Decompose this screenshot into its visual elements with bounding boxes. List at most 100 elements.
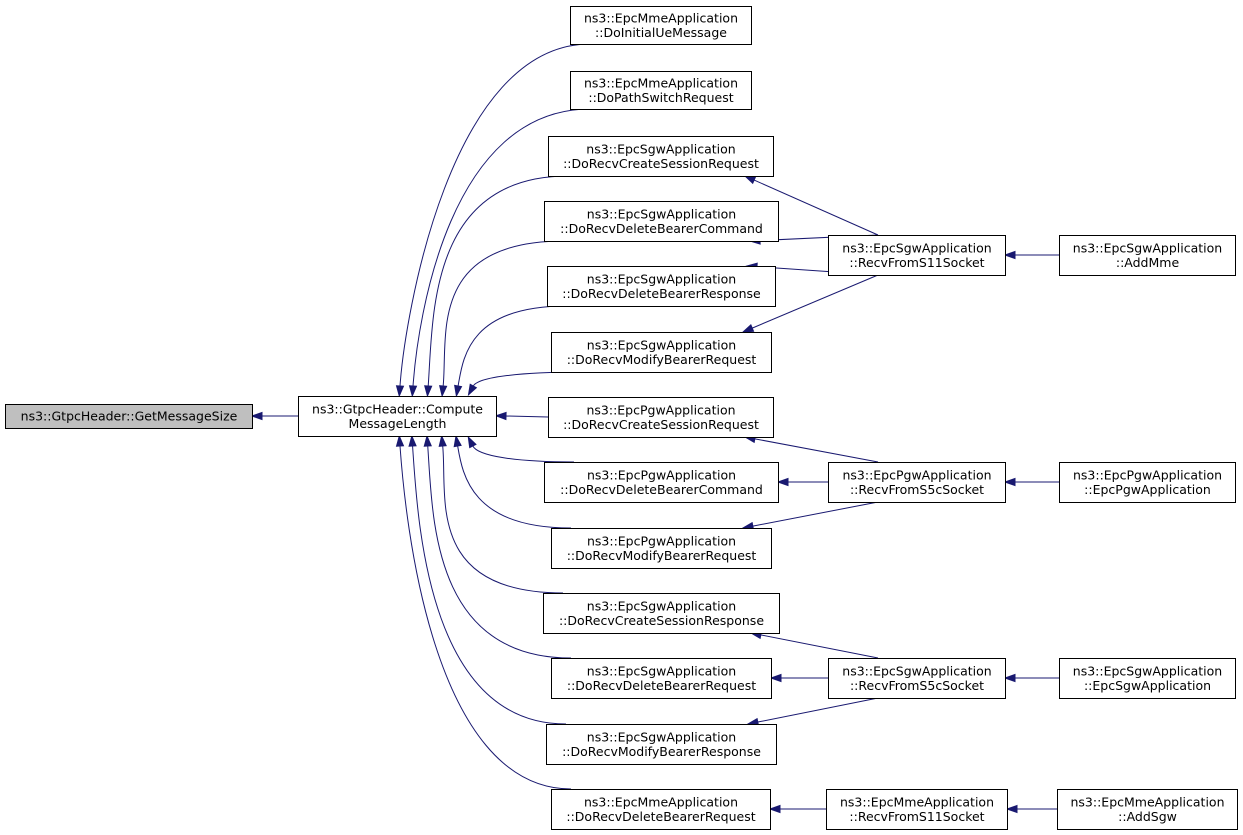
arrowhead xyxy=(395,385,405,398)
arrowhead xyxy=(438,434,447,447)
node-label-line: ns3::EpcMmeApplication xyxy=(1070,794,1224,809)
node-label-line: ::DoRecvModifyBearerResponse xyxy=(562,744,761,759)
node-label-line: ns3::EpcSgwApplication xyxy=(587,729,736,744)
node-sgw-ctor[interactable]: ns3::EpcSgwApplication::EpcSgwApplicatio… xyxy=(1059,658,1236,699)
edge-sgw-recvs11-to-sgw-createsessionreq xyxy=(753,179,879,236)
node-mme-recvs11[interactable]: ns3::EpcMmeApplication::RecvFromS11Socke… xyxy=(826,789,1008,830)
edge-mme-pathswitch-to-computemessagelength xyxy=(412,108,591,387)
node-label-line: ns3::EpcMmeApplication xyxy=(584,10,738,25)
arrowhead xyxy=(467,383,478,397)
node-getmessagesize[interactable]: ns3::GtpcHeader::GetMessageSize xyxy=(5,404,253,429)
node-box xyxy=(5,404,253,429)
node-box xyxy=(551,332,772,373)
edge-mme-initialue-to-computemessagelength xyxy=(399,43,591,387)
node-mme-initialue[interactable]: ns3::EpcMmeApplication::DoInitialUeMessa… xyxy=(570,6,752,45)
node-box xyxy=(543,593,780,634)
arrowhead xyxy=(1003,477,1016,487)
arrowhead xyxy=(424,385,433,398)
edge-sgw-modifybearerreq-to-computemessagelength xyxy=(472,371,582,387)
edge-sgw-recvs5c-to-sgw-modifybearerresp xyxy=(757,697,879,723)
edge-pgw-deletebearercmd-to-computemessagelength xyxy=(472,445,575,463)
node-sgw-createsessionreq[interactable]: ns3::EpcSgwApplication::DoRecvCreateSess… xyxy=(548,136,774,177)
node-mme-addsgw[interactable]: ns3::EpcMmeApplication::AddSgw xyxy=(1057,789,1238,830)
node-label-line: ns3::EpcPgwApplication xyxy=(1073,467,1222,482)
node-pgw-createsessionreq[interactable]: ns3::EpcPgwApplication::DoRecvCreateSess… xyxy=(548,397,774,438)
arrowhead xyxy=(454,384,463,398)
arrowhead xyxy=(1003,673,1016,683)
node-label-line: ns3::EpcSgwApplication xyxy=(1073,240,1222,255)
node-box xyxy=(546,724,777,765)
node-label-line: ::EpcPgwApplication xyxy=(1084,482,1211,497)
node-mme-deletebearerreq[interactable]: ns3::EpcMmeApplication::DoRecvDeleteBear… xyxy=(551,789,771,830)
node-box xyxy=(570,6,752,45)
arrowhead xyxy=(743,175,757,185)
node-label-line: MessageLength xyxy=(349,416,447,431)
node-sgw-deletebearercmd[interactable]: ns3::EpcSgwApplication::DoRecvDeleteBear… xyxy=(544,201,779,242)
arrowhead xyxy=(408,434,417,447)
node-label-line: ns3::EpcMmeApplication xyxy=(584,75,738,90)
node-box xyxy=(544,462,779,503)
node-label-line: ::DoRecvDeleteBearerCommand xyxy=(560,482,763,497)
node-box xyxy=(551,528,772,569)
node-label-line: ns3::EpcSgwApplication xyxy=(587,598,736,613)
node-box xyxy=(1059,462,1236,503)
arrowhead xyxy=(439,385,448,398)
node-pgw-deletebearercmd[interactable]: ns3::EpcPgwApplication::DoRecvDeleteBear… xyxy=(544,462,779,503)
node-sgw-modifybearerreq[interactable]: ns3::EpcSgwApplication::DoRecvModifyBear… xyxy=(551,332,772,373)
edge-sgw-deletebearercmd-to-computemessagelength xyxy=(442,240,565,387)
node-label-line: ::AddSgw xyxy=(1118,809,1177,824)
node-label-line: ::DoRecvDeleteBearerCommand xyxy=(560,221,763,236)
node-label-line: ns3::EpcPgwApplication xyxy=(587,467,736,482)
edge-sgw-deletebearerreq-to-computemessagelength xyxy=(427,445,572,659)
edge-sgw-modifybearerresp-to-computemessagelength xyxy=(412,445,567,725)
node-box xyxy=(828,462,1006,503)
node-box xyxy=(1057,789,1238,830)
node-pgw-recvs5c[interactable]: ns3::EpcPgwApplication::RecvFromS5cSocke… xyxy=(828,462,1006,503)
node-label-line: ::DoRecvDeleteBearerResponse xyxy=(562,286,761,301)
node-box xyxy=(826,789,1008,830)
node-box xyxy=(551,789,771,830)
node-sgw-createsessionresp[interactable]: ns3::EpcSgwApplication::DoRecvCreateSess… xyxy=(543,593,780,634)
node-sgw-addmme[interactable]: ns3::EpcSgwApplication::AddMme xyxy=(1059,235,1236,276)
node-sgw-recvs5c[interactable]: ns3::EpcSgwApplication::RecvFromS5cSocke… xyxy=(828,658,1006,699)
arrowhead xyxy=(250,411,263,421)
node-label-line: ::DoRecvModifyBearerRequest xyxy=(567,352,757,367)
node-label-line: ns3::EpcPgwApplication xyxy=(586,402,735,417)
arrowhead xyxy=(408,385,418,398)
node-label-line: ns3::EpcSgwApplication xyxy=(587,206,736,221)
node-pgw-modifybearerreq[interactable]: ns3::EpcPgwApplication::DoRecvModifyBear… xyxy=(551,528,772,569)
edge-sgw-deletebearerresp-to-computemessagelength xyxy=(457,305,568,387)
node-box xyxy=(544,201,779,242)
node-pgw-ctor[interactable]: ns3::EpcPgwApplication::EpcPgwApplicatio… xyxy=(1059,462,1236,503)
node-label-line: ::DoRecvCreateSessionRequest xyxy=(563,156,759,171)
node-label-line: ::RecvFromS5cSocket xyxy=(850,678,984,693)
node-box xyxy=(551,658,772,699)
node-label-line: ns3::EpcSgwApplication xyxy=(842,663,991,678)
node-sgw-deletebearerresp[interactable]: ns3::EpcSgwApplication::DoRecvDeleteBear… xyxy=(547,266,776,307)
node-label-line: ns3::EpcPgwApplication xyxy=(587,533,736,548)
node-label-line: ::DoPathSwitchRequest xyxy=(588,90,733,105)
node-box xyxy=(828,658,1006,699)
node-label-line: ::DoRecvDeleteBearerRequest xyxy=(567,678,756,693)
node-label-line: ns3::EpcSgwApplication xyxy=(587,271,736,286)
node-label-line: ::DoRecvDeleteBearerRequest xyxy=(566,809,755,824)
node-label-line: ::RecvFromS11Socket xyxy=(849,809,984,824)
node-label-line: ::EpcSgwApplication xyxy=(1084,678,1211,693)
edge-sgw-recvs11-to-sgw-modifybearerreq xyxy=(752,274,879,329)
node-label-line: ::RecvFromS11Socket xyxy=(849,255,984,270)
node-label-line: ns3::EpcSgwApplication xyxy=(1073,663,1222,678)
edge-pgw-recvs5c-to-pgw-modifybearerreq xyxy=(752,501,879,527)
edge-sgw-createsessionreq-to-computemessagelength xyxy=(427,175,569,387)
node-sgw-recvs11[interactable]: ns3::EpcSgwApplication::RecvFromS11Socke… xyxy=(828,235,1006,276)
node-box xyxy=(547,266,776,307)
node-label-line: ns3::EpcSgwApplication xyxy=(842,240,991,255)
node-sgw-deletebearerreq[interactable]: ns3::EpcSgwApplication::DoRecvDeleteBear… xyxy=(551,658,772,699)
node-label-line: ::DoInitialUeMessage xyxy=(595,25,727,40)
node-sgw-modifybearerresp[interactable]: ns3::EpcSgwApplication::DoRecvModifyBear… xyxy=(546,724,777,765)
node-mme-pathswitch[interactable]: ns3::EpcMmeApplication::DoPathSwitchRequ… xyxy=(570,71,752,110)
node-label-line: ns3::EpcPgwApplication xyxy=(842,467,991,482)
node-box xyxy=(570,71,752,110)
node-label-line: ns3::EpcMmeApplication xyxy=(840,794,994,809)
